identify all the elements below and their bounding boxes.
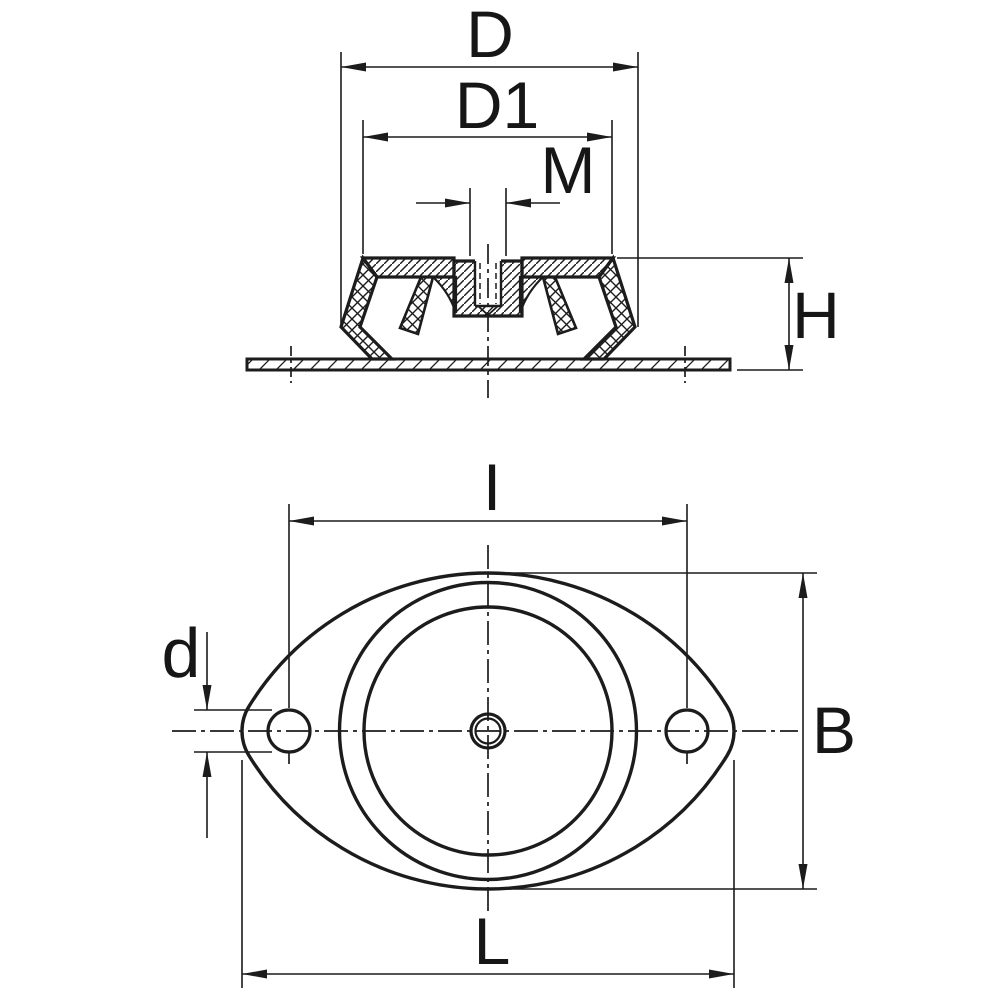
arrow-right-icon (587, 132, 612, 142)
dim-label-thread-size: M (541, 133, 596, 207)
side-section-view: D D1 M H (245, 0, 840, 398)
arrow-left-icon (506, 198, 531, 208)
arrow-down-icon (798, 864, 808, 889)
arrow-right-icon (709, 969, 734, 979)
flange-outline (240, 571, 736, 891)
arrow-up-icon (202, 752, 212, 777)
dim-L-extension-lines (241, 760, 735, 988)
dimension-M (416, 188, 560, 256)
dimension-I (288, 504, 688, 708)
plan-view: I d B L (162, 450, 856, 988)
dim-label-top-plate-diameter: D1 (455, 68, 539, 142)
dim-H-extension-lines (617, 257, 803, 371)
dimension-d (194, 632, 272, 838)
arrow-left-icon (363, 132, 388, 142)
thread-lines (479, 263, 497, 304)
dim-D1-extension-lines (362, 120, 613, 254)
bolt-axis-centerlines (290, 346, 686, 383)
dimension-H (617, 257, 803, 371)
dimension-D1 (362, 120, 613, 254)
dim-M-extension-lines (469, 188, 507, 256)
dimension-L (241, 760, 735, 988)
arrow-down-icon (202, 685, 212, 710)
dim-label-bolt-hole-diameter: d (162, 614, 201, 692)
dim-B-extension-lines (493, 572, 817, 890)
bolt-centerline-ticks (288, 752, 688, 764)
arrow-up-icon (798, 573, 808, 598)
arrow-left-icon (341, 62, 366, 72)
arrow-left-icon (289, 516, 314, 526)
rubber-leg-left (398, 275, 435, 336)
dimension-B (493, 572, 817, 890)
bore-bottom-chamfer (477, 305, 499, 316)
rubber-leg-right (541, 275, 578, 336)
dim-label-height: H (792, 278, 840, 352)
dim-label-flange-length: L (474, 904, 511, 978)
dim-label-bolt-hole-spacing: I (483, 450, 501, 524)
dim-label-outer-diameter: D (466, 0, 514, 71)
arrow-right-icon (662, 516, 687, 526)
plan-centerlines (172, 545, 798, 916)
dim-D-extension-lines (340, 52, 639, 327)
arrow-right-icon (613, 62, 638, 72)
dim-I-extension-lines (288, 504, 688, 708)
dim-label-flange-width: B (812, 693, 856, 767)
arrow-right-icon (445, 198, 470, 208)
arrow-down-icon (784, 345, 794, 370)
arrow-left-icon (242, 969, 267, 979)
dimension-D (340, 52, 639, 327)
arrow-up-icon (784, 258, 794, 283)
